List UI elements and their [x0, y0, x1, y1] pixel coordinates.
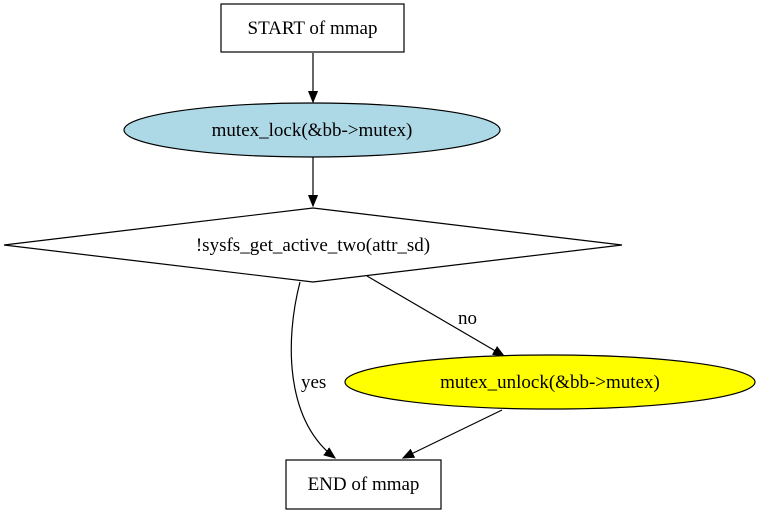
edge-label-yes: yes — [301, 372, 326, 393]
start-node: START of mmap — [220, 3, 405, 53]
decision-diamond — [3, 207, 623, 283]
edge-unlock-to-end — [403, 409, 503, 458]
mutex-unlock-node: mutex_unlock(&bb->mutex) — [344, 354, 756, 410]
decision-label: !sysfs_get_active_two(attr_sd) — [196, 235, 430, 256]
mutex-lock-label: mutex_lock(&bb->mutex) — [212, 120, 413, 141]
edge-label-no: no — [458, 308, 477, 329]
end-node-box — [285, 459, 442, 510]
start-node-label: START of mmap — [248, 18, 378, 39]
end-node-label: END of mmap — [308, 474, 420, 495]
mutex-unlock-label: mutex_unlock(&bb->mutex) — [440, 372, 660, 393]
edge-check-to-unlock — [366, 275, 504, 356]
mutex-lock-node: mutex_lock(&bb->mutex) — [123, 102, 501, 158]
end-node: END of mmap — [285, 459, 442, 510]
edge-check-to-end — [290, 281, 335, 458]
mutex-lock-ellipse — [123, 102, 501, 158]
mutex-unlock-ellipse — [344, 354, 756, 410]
decision-node: !sysfs_get_active_two(attr_sd) — [3, 207, 623, 283]
start-node-box — [220, 3, 405, 53]
